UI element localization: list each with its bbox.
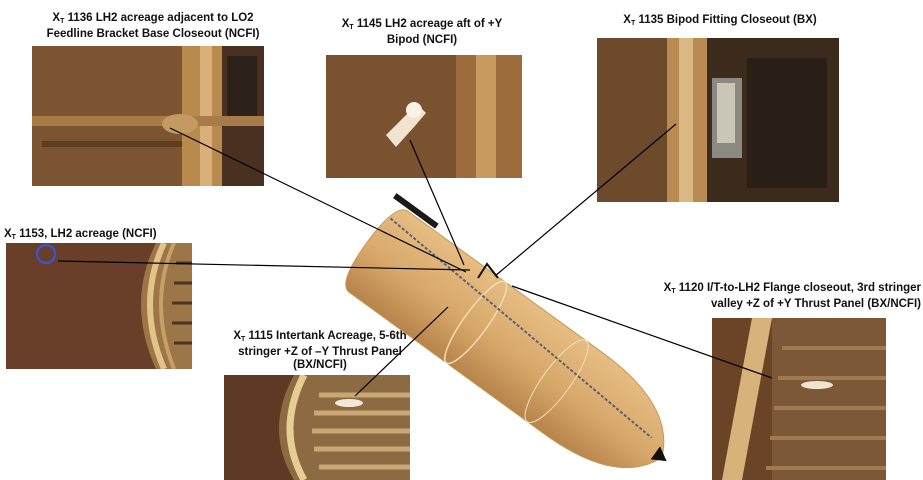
leader-1135 <box>495 124 676 276</box>
leader-1136 <box>170 128 466 272</box>
external-tank-body <box>337 203 691 480</box>
